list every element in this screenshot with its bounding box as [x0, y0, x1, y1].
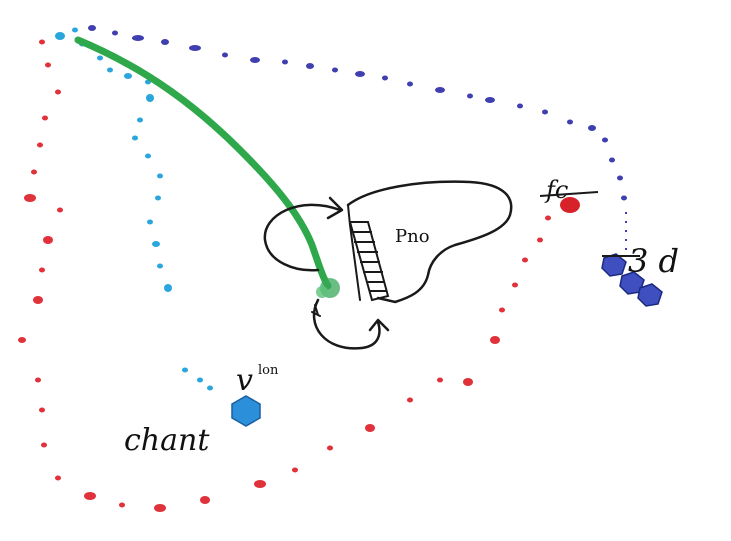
dark-blue-dot — [332, 67, 338, 73]
red-dot — [55, 475, 61, 481]
red-dot — [327, 445, 333, 451]
red-dot — [545, 215, 551, 221]
bottom-small-arrow — [311, 304, 321, 317]
light-blue-dot — [182, 367, 188, 373]
bottom-loop-arrowhead — [368, 318, 390, 332]
red-dot — [37, 142, 43, 148]
dark-blue-dot — [189, 45, 201, 51]
light-blue-dot — [107, 67, 113, 73]
dark-blue-dot — [355, 71, 365, 77]
bottom-loop-arrow — [312, 298, 381, 350]
green-marker — [316, 278, 340, 298]
red-dot — [537, 237, 543, 243]
dark-blue-dot — [161, 39, 169, 45]
dark-blue-dotted-path — [88, 25, 627, 201]
dark-blue-dot — [602, 137, 608, 143]
red-dot — [55, 89, 61, 95]
light-blue-dot — [145, 153, 151, 159]
red-dot — [33, 296, 43, 304]
red-dot — [407, 397, 413, 403]
red-dot — [41, 442, 47, 448]
light-blue-dot — [164, 284, 172, 292]
red-dot — [18, 337, 26, 343]
red-dot — [42, 115, 48, 121]
blue-marker-cluster — [601, 253, 663, 307]
red-dot — [490, 336, 500, 344]
red-dot — [499, 307, 505, 313]
dark-blue-dot — [617, 175, 623, 181]
light-blue-dotted-path — [55, 27, 213, 391]
light-blue-dot — [157, 263, 163, 269]
dark-blue-dot — [467, 93, 473, 99]
light-blue-dot — [207, 385, 213, 391]
light-blue-dot — [152, 241, 160, 247]
dark-blue-dot — [112, 30, 118, 36]
light-blue-dot — [132, 135, 138, 141]
red-dotted-path — [18, 39, 551, 512]
label-right-group: 3 d — [602, 212, 679, 280]
light-blue-dot — [155, 195, 161, 201]
red-dot — [154, 504, 166, 512]
dark-blue-dot — [609, 157, 615, 163]
dark-blue-dot — [222, 52, 228, 58]
red-dot — [84, 492, 96, 500]
red-dot — [512, 282, 518, 288]
dark-blue-dot — [88, 25, 96, 31]
light-blue-dot — [197, 377, 203, 383]
red-dot — [365, 424, 375, 432]
green-path — [74, 36, 332, 290]
left-loop-arrow — [263, 203, 342, 272]
label-right: 3 d — [628, 242, 679, 280]
red-dot — [200, 496, 210, 504]
dark-blue-dot — [517, 103, 523, 109]
light-blue-dot — [124, 73, 132, 79]
red-dot — [31, 169, 37, 175]
red-dot — [39, 267, 45, 273]
red-dot — [119, 502, 125, 508]
light-blue-dot — [137, 117, 143, 123]
red-dot — [292, 467, 298, 473]
red-dot — [24, 194, 36, 202]
label-center: Pno — [395, 226, 430, 247]
red-dot — [43, 236, 53, 244]
dark-blue-dot — [250, 57, 260, 63]
blue-marker — [231, 395, 261, 427]
dark-blue-dot — [435, 87, 445, 93]
ladder-structure — [348, 221, 390, 302]
label-bottom-sup: v — [236, 363, 253, 398]
light-blue-dot — [146, 94, 154, 102]
red-dot — [39, 39, 45, 45]
dark-blue-dot — [306, 63, 314, 69]
red-dot — [437, 377, 443, 383]
dark-blue-dot — [542, 109, 548, 115]
central-outline-shape — [346, 180, 513, 304]
red-dot — [254, 480, 266, 488]
dark-blue-dot — [282, 59, 288, 65]
red-dot — [35, 377, 41, 383]
dark-blue-dot — [588, 125, 596, 131]
light-blue-dot — [97, 55, 103, 61]
dark-blue-dot — [621, 195, 627, 201]
dark-blue-dot — [485, 97, 495, 103]
dark-blue-dot — [382, 75, 388, 81]
dark-blue-dot — [132, 35, 144, 41]
red-dot — [463, 378, 473, 386]
label-top-right-group: fc — [539, 176, 599, 204]
red-marker — [560, 197, 580, 213]
light-blue-dot — [157, 173, 163, 179]
label-top-right: fc — [544, 176, 568, 204]
left-loop-arrowhead — [326, 196, 344, 220]
red-dot — [57, 207, 63, 213]
label-bottom-left: chant — [124, 423, 210, 458]
light-blue-dot — [72, 27, 78, 33]
light-blue-dot — [55, 32, 65, 40]
dark-blue-dot — [567, 119, 573, 125]
red-dot — [45, 62, 51, 68]
light-blue-dot — [147, 219, 153, 225]
red-dot — [39, 407, 45, 413]
label-bottom-sup-small: lon — [258, 363, 279, 378]
dark-blue-dot — [407, 81, 413, 87]
red-dot — [522, 257, 528, 263]
